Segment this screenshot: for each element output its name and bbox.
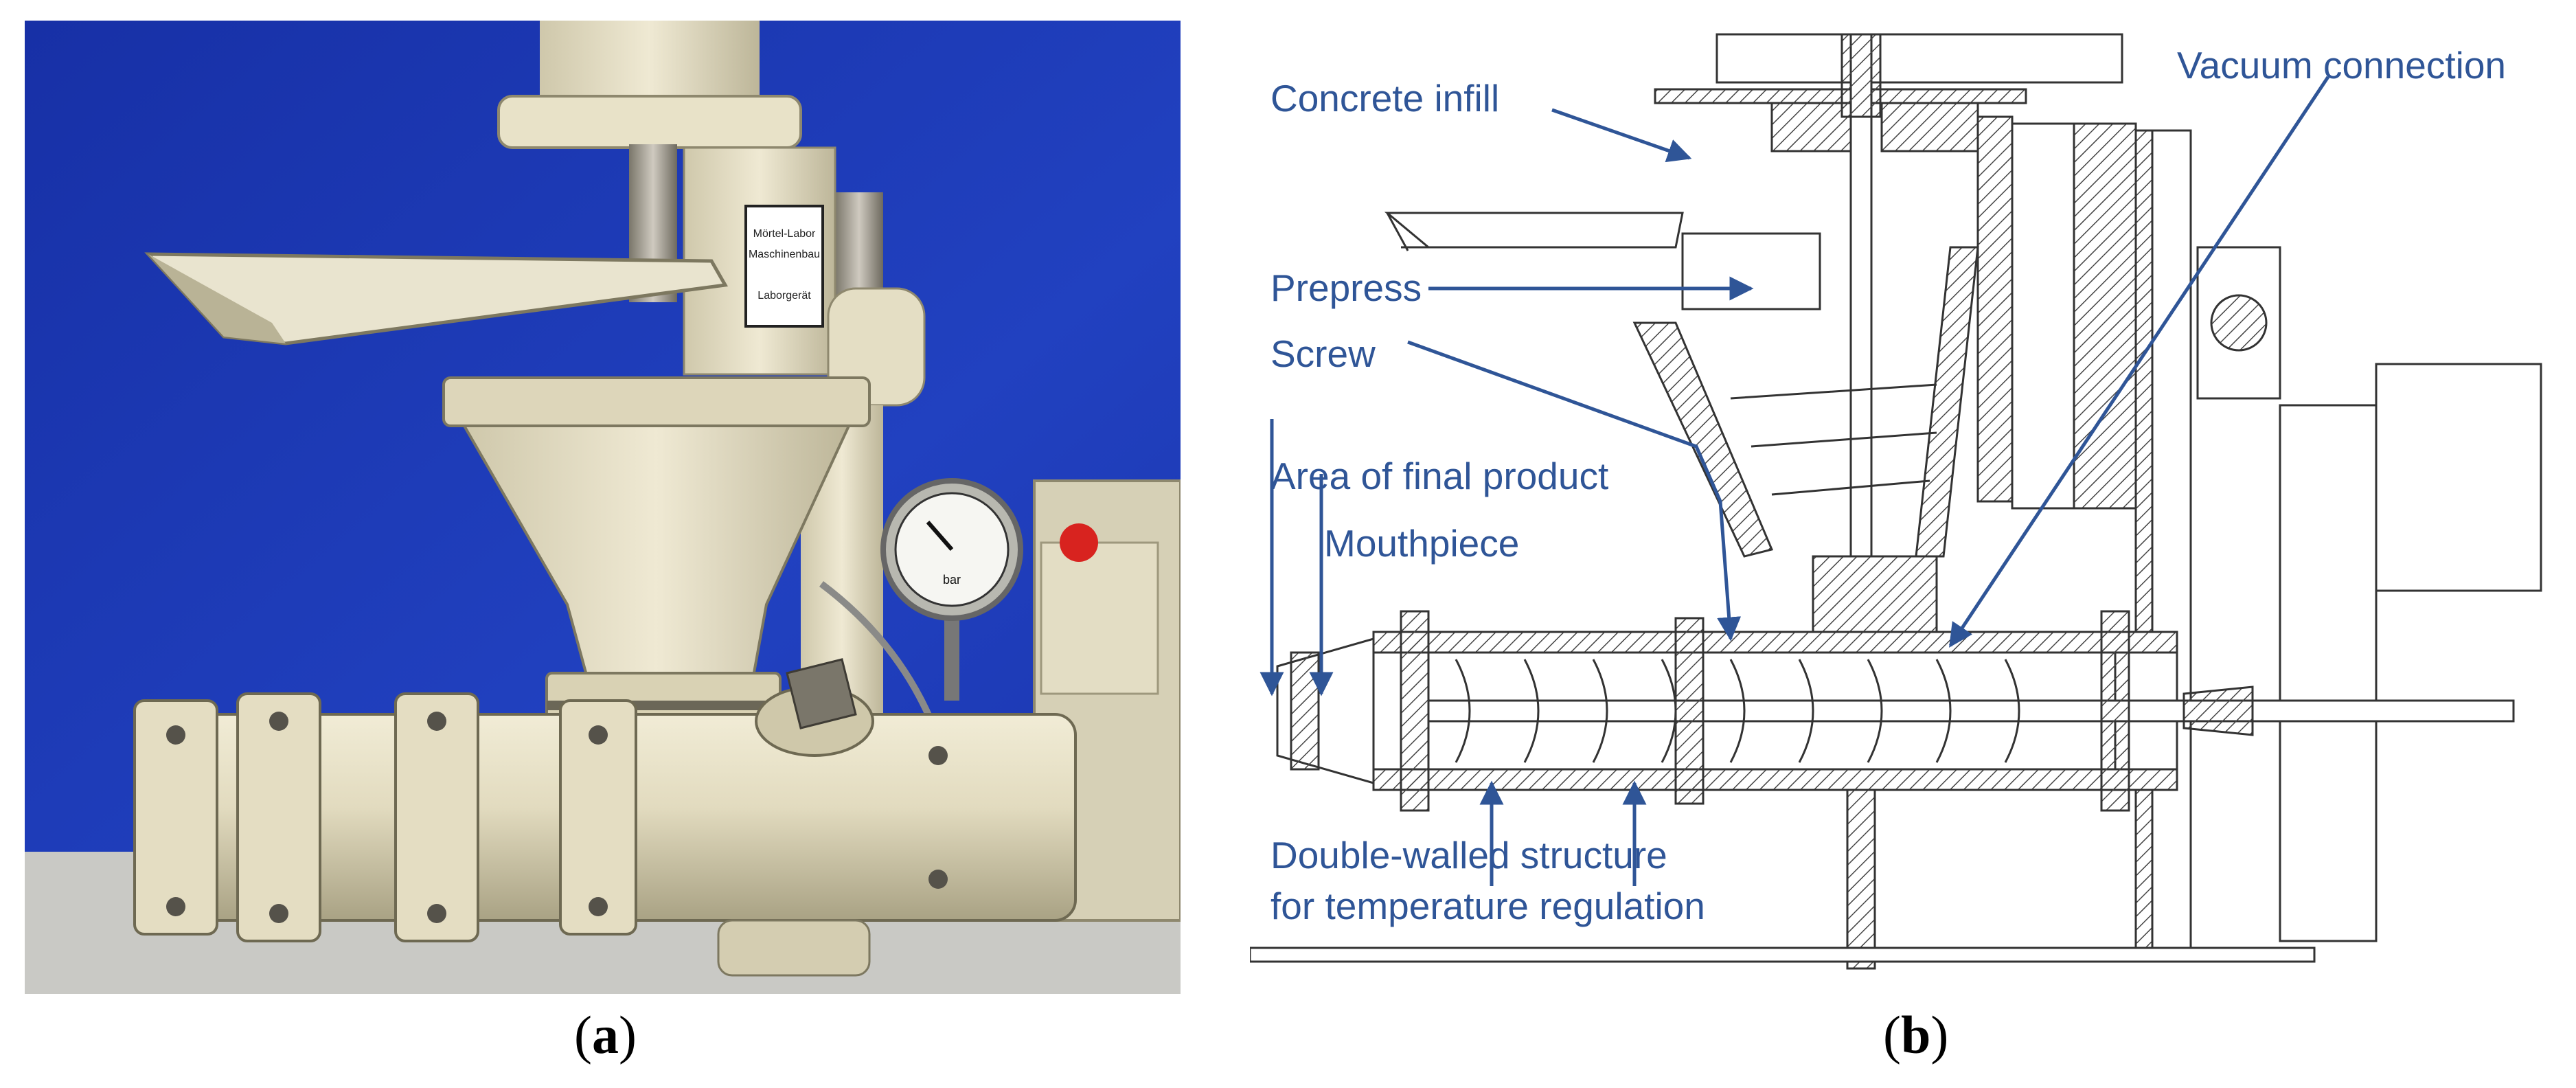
barrel-flange-4 xyxy=(559,699,637,936)
drawing-linework xyxy=(1250,33,2542,970)
label-prepress: Prepress xyxy=(1270,267,1422,309)
barrel-flange-2 xyxy=(236,692,321,942)
feed-tray-edge xyxy=(148,254,286,343)
arrow-concrete-infill xyxy=(1551,108,1692,163)
label-area-final-product: Area of final product xyxy=(1270,455,1609,497)
extruder-photo-panel: Mörtel-Labor Maschinenbau Laborgerät bar xyxy=(25,21,1181,994)
label-mouthpiece: Mouthpiece xyxy=(1324,522,1520,565)
label-concrete-infill: Concrete infill xyxy=(1270,77,1500,120)
label-plate xyxy=(744,205,824,328)
sensor-cable xyxy=(819,581,935,723)
plate-line-1: Mörtel-Labor xyxy=(753,228,816,240)
arrow-screw-path xyxy=(1407,340,1742,642)
gauge-unit-label: bar xyxy=(943,573,961,587)
extruder-drawing-panel: Concrete infill Vacuum connection Prepre… xyxy=(1250,21,2555,982)
barrel-flange-3 xyxy=(394,692,479,942)
label-double-walled-line-2: for temperature regulation xyxy=(1270,885,1705,927)
caption-a: (a) xyxy=(574,1005,637,1065)
stand-base xyxy=(717,919,871,977)
vacuum-valve xyxy=(786,658,857,729)
barrel-flange-1 xyxy=(133,699,218,936)
caption-b: (b) xyxy=(1883,1005,1949,1065)
plate-line-2: Maschinenbau xyxy=(749,249,820,260)
label-double-walled-line-1: Double-walled structure xyxy=(1270,834,1667,876)
label-vacuum-connection: Vacuum connection xyxy=(2177,44,2506,87)
flange-bolts xyxy=(166,712,948,923)
plate-line-3: Laborgerät xyxy=(757,290,811,302)
top-housing xyxy=(540,21,760,96)
extruder-photo: Mörtel-Labor Maschinenbau Laborgerät bar xyxy=(25,21,1181,994)
label-screw: Screw xyxy=(1270,332,1376,375)
technical-drawing xyxy=(1250,33,2542,970)
feed-tray xyxy=(144,252,729,345)
pressure-gauge-needle xyxy=(926,521,954,551)
hopper-flange xyxy=(442,376,871,427)
top-plate xyxy=(497,95,802,149)
callout-arrows xyxy=(1259,76,2330,886)
red-knob xyxy=(1060,523,1098,562)
gearbox-front xyxy=(1040,541,1159,695)
arrow-vacuum-connection xyxy=(1948,76,2330,648)
